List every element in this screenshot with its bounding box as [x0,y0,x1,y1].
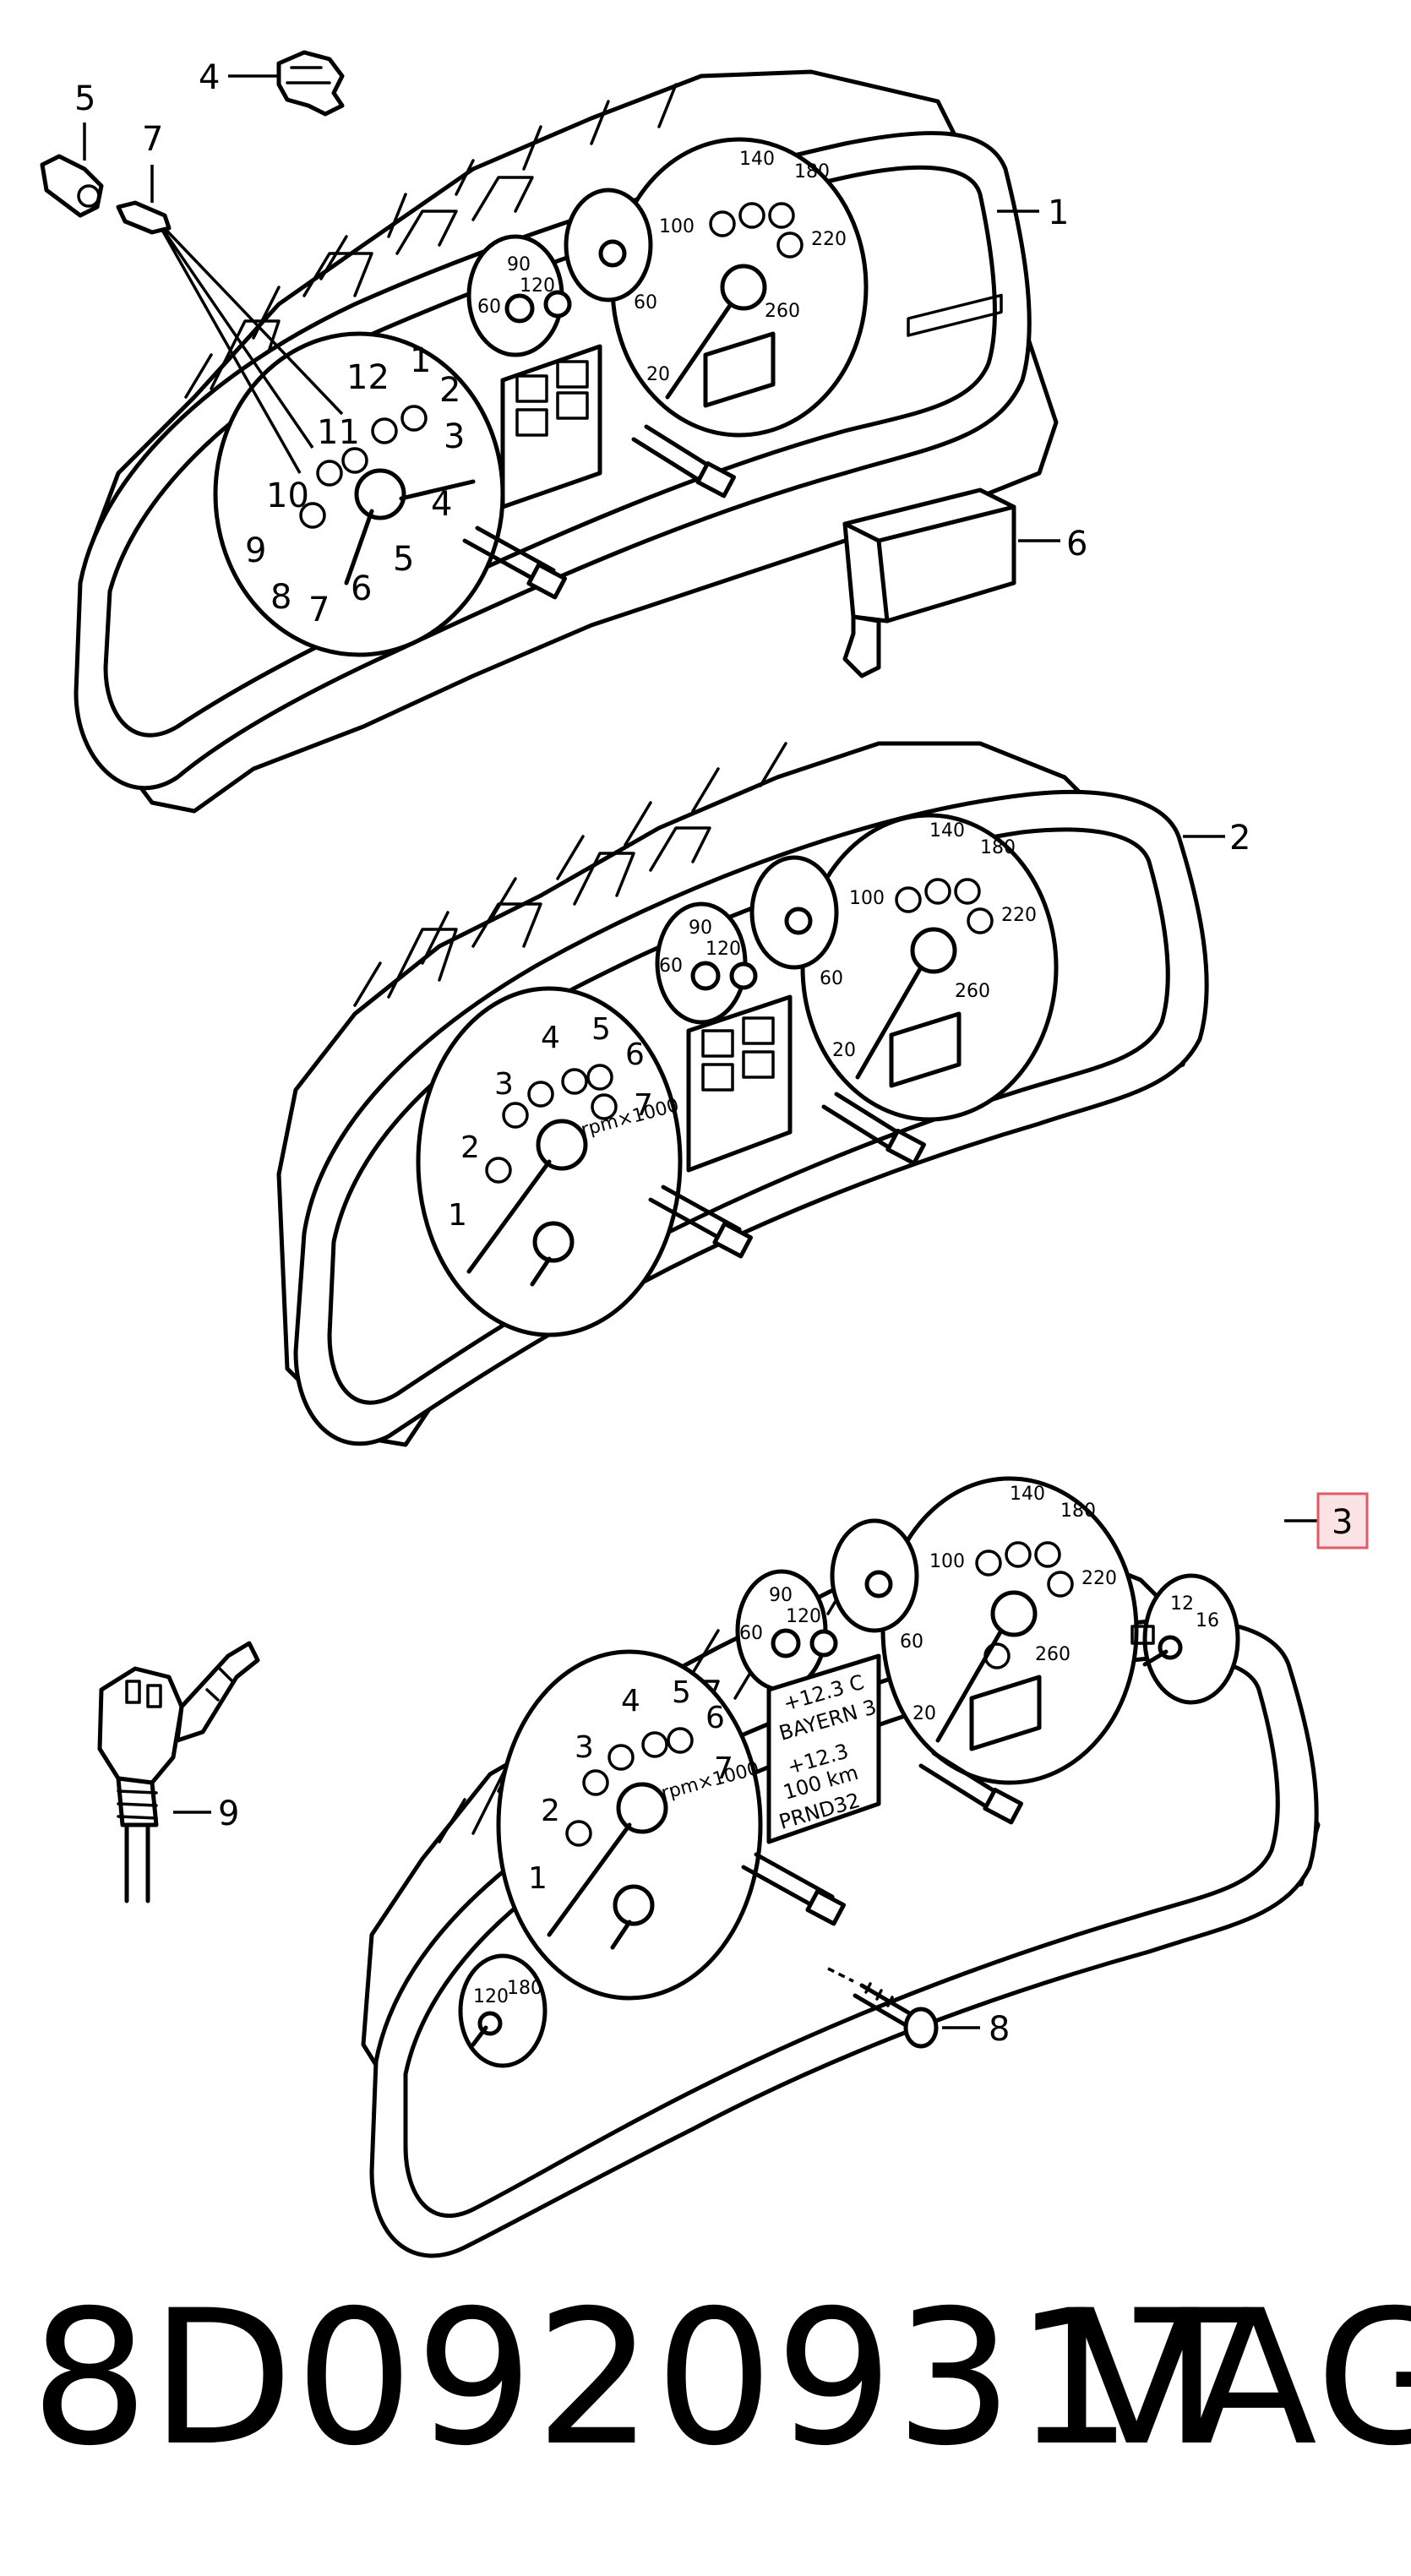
c2-tach-5: 5 [591,1012,611,1047]
c3-speedo-220: 220 [1081,1568,1117,1589]
c1-speedo-60: 60 [634,292,657,313]
c1-tach-4: 4 [431,485,452,524]
c1-speedo-260: 260 [765,301,800,322]
c1-speedo-220: 220 [811,229,847,250]
c1-tach-1: 1 [410,341,431,380]
c3-tach-1: 1 [528,1861,548,1896]
callout-1[interactable]: 1 [1048,193,1069,232]
instrument-cluster-3[interactable]: +12.3 C BAYERN 3 +12.3 100 km PRND32 1 2… [361,1476,1321,2258]
callout-5[interactable]: 5 [74,79,95,118]
c2-small-60: 60 [659,956,683,977]
part-7-wedge-bulb[interactable] [116,200,172,235]
c2-tach-2: 2 [460,1130,480,1165]
c3-speedo-140: 140 [1010,1484,1045,1505]
part-6-control-module[interactable] [842,293,1016,678]
c3-left-180: 180 [507,1978,542,1999]
c2-speedo-260: 260 [955,981,990,1002]
c2-speedo-60: 60 [820,968,843,989]
c3-tach-4: 4 [621,1684,640,1718]
c3-tach-3: 3 [575,1730,594,1765]
c2-speedo-140: 140 [929,820,965,841]
c1-tach-8: 8 [270,578,291,617]
c3-left-120: 120 [473,1986,509,2007]
c3-tach-7: 7 [714,1751,733,1786]
brand-name: VAG [1073,2270,1411,2486]
c3-speedo-100: 100 [929,1551,965,1572]
c1-speedo-180: 180 [794,161,830,182]
callout-7[interactable]: 7 [142,120,163,159]
c3-tach-5: 5 [672,1675,691,1710]
part-caption: 8D0920931T VAG [0,2273,1411,2484]
c3-small-90: 90 [769,1585,793,1606]
c2-tach-6: 6 [625,1037,645,1072]
c1-tach-9: 9 [245,531,266,570]
c1-small-60: 60 [477,297,501,318]
c2-tach-7: 7 [634,1088,653,1123]
c1-small-90: 90 [507,254,531,275]
instrument-cluster-2[interactable]: 1 2 3 4 5 6 7 rpm×1000 20 60 100 140 180… [276,741,1209,1447]
c3-right-16: 16 [1196,1610,1219,1631]
c2-small-120: 120 [706,939,741,960]
callout-8[interactable]: 8 [989,2010,1010,2049]
c3-speedo-20: 20 [913,1703,936,1724]
callout-4[interactable]: 4 [199,58,220,97]
c1-speedo-20: 20 [646,364,670,385]
callout-3-highlight [1316,1492,1369,1549]
part-number: 8D0920931T [30,2270,1250,2486]
part-5-bulb[interactable] [40,154,104,218]
c3-speedo-180: 180 [1060,1500,1096,1522]
c1-tach-2: 2 [439,371,460,410]
c1-tach-6: 6 [351,569,372,608]
c2-speedo-180: 180 [980,837,1016,858]
callout-3[interactable]: 3 [1332,1503,1353,1542]
c1-speedo-100: 100 [659,216,695,237]
c3-small-120: 120 [786,1606,821,1627]
c2-speedo-100: 100 [849,888,885,909]
c1-small-120: 120 [520,275,555,297]
c1-speedo-140: 140 [739,149,775,170]
c3-speedo-60: 60 [900,1631,923,1653]
c1-tach-5: 5 [393,540,414,579]
callout-6[interactable]: 6 [1066,525,1087,564]
c2-speedo-20: 20 [832,1040,856,1061]
c2-tach-3: 3 [494,1067,514,1102]
c1-tach-7: 7 [308,591,330,629]
part-4-bulb-holder[interactable] [276,50,345,117]
c3-tach-2: 2 [541,1794,560,1828]
c1-tach-12: 12 [346,358,390,397]
c3-tach-6: 6 [706,1701,725,1735]
instrument-cluster-1[interactable]: 1 2 3 4 5 6 7 8 9 10 11 12 20 60 100 140… [74,69,1059,814]
c3-speedo-260: 260 [1035,1644,1071,1665]
callout-9[interactable]: 9 [218,1794,239,1833]
c2-speedo-220: 220 [1001,905,1037,926]
c3-right-12: 12 [1170,1593,1194,1615]
c2-small-90: 90 [689,918,712,939]
callout-2[interactable]: 2 [1229,819,1250,858]
c3-small-60: 60 [739,1623,763,1644]
part-9-sensor-connector[interactable] [97,1641,260,1903]
c2-tach-1: 1 [448,1198,467,1233]
part-8-screw[interactable] [853,1982,939,2049]
c2-tach-4: 4 [541,1021,560,1055]
c1-tach-3: 3 [444,417,465,456]
c1-tach-11: 11 [317,413,360,452]
